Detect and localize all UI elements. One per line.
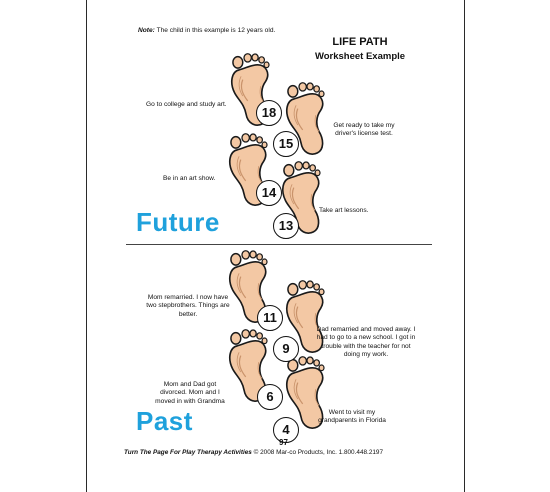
step-text-9: Dad remarried and moved away. I had to g…	[316, 326, 416, 359]
title-line-2: Worksheet Example	[314, 51, 406, 62]
page-subtitle: Worksheet Example	[300, 51, 420, 63]
worksheet-page	[86, 0, 465, 492]
step-number-14: 14	[256, 180, 282, 206]
step-number-13: 13	[273, 213, 299, 239]
step-number-15: 15	[273, 131, 299, 157]
step-text-13: Take art lessons.	[319, 207, 369, 214]
note-text: Note: The child in this example is 12 ye…	[138, 27, 275, 35]
title-line-1: LIFE PATH	[332, 36, 388, 48]
step-number-9: 9	[273, 336, 299, 362]
step-number-6: 6	[257, 384, 283, 410]
footer-copyright: © 2008 Mar-co Products, Inc. 1.800.448.2…	[251, 449, 384, 456]
step-text-4: Went to visit my grandparents in Florida	[318, 409, 386, 425]
footer-book-title: Turn The Page For Play Therapy Activitie…	[124, 449, 252, 456]
past-heading: Past	[136, 406, 193, 436]
step-number-4: 4	[273, 417, 299, 443]
footer: Turn The Page For Play Therapy Activitie…	[124, 449, 383, 456]
step-text-11: Mom remarried. I now have two stepbrothe…	[146, 294, 230, 318]
step-number-18: 18	[256, 100, 282, 126]
future-heading: Future	[136, 207, 220, 237]
step-number-11: 11	[257, 305, 283, 331]
note-body: The child in this example is 12 years ol…	[154, 27, 276, 34]
step-text-14: Be in an art show.	[163, 175, 216, 182]
note-label: Note:	[138, 27, 155, 34]
page-number: 97	[279, 438, 288, 447]
step-text-18: Go to college and study art.	[146, 101, 227, 108]
step-text-15: Get ready to take my driver's license te…	[333, 122, 395, 138]
page-title: LIFE PATH	[300, 36, 420, 49]
step-text-6: Mom and Dad got divorced. Mom and I move…	[155, 381, 225, 405]
section-divider	[126, 244, 432, 245]
